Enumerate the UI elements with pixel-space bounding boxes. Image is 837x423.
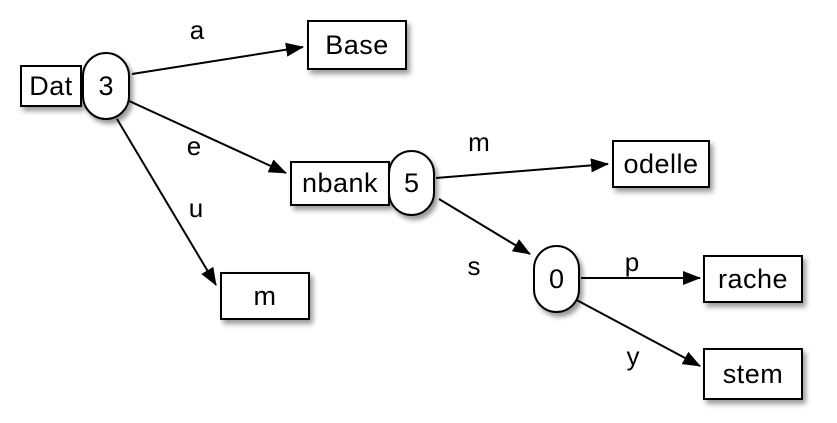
node-nbank-label: nbank — [301, 168, 379, 198]
node-dat-label: Dat — [29, 70, 73, 101]
node-base-label: Base — [325, 29, 389, 60]
edge-e-label: e — [186, 131, 202, 161]
edge-s-arrow — [438, 198, 531, 255]
node-rache-label: rache — [717, 263, 789, 294]
edge-a-label: a — [189, 15, 205, 45]
node-nbank-box: nbank — [290, 161, 390, 206]
node-base-box: Base — [307, 20, 407, 70]
node-nbank-count-value: 5 — [403, 167, 420, 198]
edge-p-label: p — [624, 247, 640, 277]
edge-m-arrow — [435, 158, 609, 179]
node-m-box: m — [220, 272, 310, 320]
node-nbank-count: 5 — [388, 150, 435, 216]
node-zero-count: 0 — [533, 245, 580, 313]
node-stem-box: stem — [703, 348, 803, 400]
edge-y-label: y — [626, 341, 640, 371]
edge-y-arrow — [570, 296, 701, 367]
node-dat-count: 3 — [82, 52, 130, 120]
edge-s-label: s — [467, 251, 481, 281]
edge-a-arrow — [131, 42, 304, 75]
node-rache-box: rache — [703, 255, 803, 303]
node-dat-count-value: 3 — [98, 70, 114, 101]
node-odelle-label: odelle — [623, 148, 699, 179]
edge-u-arrow — [116, 118, 217, 286]
edge-e-arrow — [126, 99, 287, 174]
node-odelle-box: odelle — [612, 140, 710, 188]
node-stem-label: stem — [722, 358, 784, 389]
node-m-label: m — [253, 280, 277, 311]
edge-m-label: m — [468, 127, 490, 157]
node-dat-box: Dat — [20, 65, 82, 107]
edge-u-label: u — [188, 193, 204, 223]
node-zero-count-value: 0 — [548, 263, 565, 294]
